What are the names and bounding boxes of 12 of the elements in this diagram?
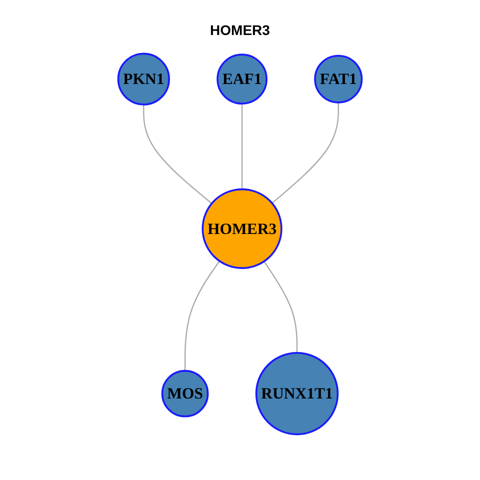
- diagram-title: HOMER3: [210, 22, 270, 38]
- connector: [264, 261, 298, 353]
- node-circle: HOMER3: [202, 188, 282, 269]
- node-circle: EAF1: [216, 54, 268, 105]
- node-circle: RUNX1T1: [255, 352, 339, 436]
- connector: [143, 104, 212, 204]
- node-circle: FAT1: [314, 54, 363, 104]
- connector: [241, 104, 243, 190]
- connector: [272, 102, 339, 204]
- connector: [184, 260, 220, 371]
- node-circle: MOS: [161, 370, 209, 418]
- node-circle: PKN1: [117, 52, 170, 106]
